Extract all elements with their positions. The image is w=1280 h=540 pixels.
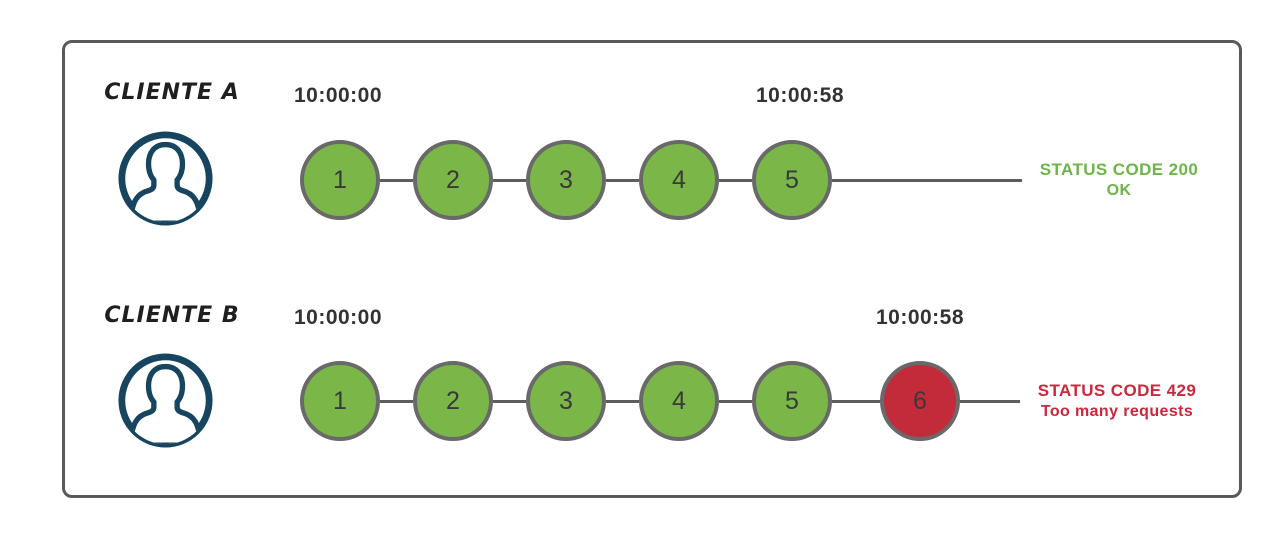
status-message-text: Too many requests [1040,402,1194,420]
connector-line [606,178,639,182]
trailing-line [960,399,1020,403]
request-step: 2 [413,140,493,220]
request-step: 3 [526,361,606,441]
connector-line [493,178,526,182]
status-code-text: STATUS CODE 200 [1039,160,1199,180]
timestamp-start: 10:00:00 [293,84,383,107]
connector-line [380,399,413,403]
connector-line [493,399,526,403]
connector-line [606,399,639,403]
request-step: 5 [752,361,832,441]
status-label-a: STATUS CODE 200 OK [1030,160,1208,200]
user-avatar-icon [117,352,214,449]
timestamp-end: 10:00:58 [755,84,845,107]
user-avatar-icon [117,130,214,227]
connector-line [380,178,413,182]
request-step: 4 [639,140,719,220]
trailing-line [832,178,1022,182]
client-b-label: CLIENTE B [104,303,240,328]
request-step: 1 [300,361,380,441]
request-step: 1 [300,140,380,220]
connector-line [719,399,752,403]
status-label-b: STATUS CODE 429 Too many requests [1028,381,1206,421]
timestamp-start: 10:00:00 [293,306,383,329]
request-step-rejected: 6 [880,361,960,441]
request-step: 4 [639,361,719,441]
status-message-text: OK [1106,181,1132,199]
request-timeline-a: 1 2 3 4 5 STATUS CODE 200 OK [300,140,1208,220]
timestamp-end: 10:00:58 [875,306,965,329]
connector-line [719,178,752,182]
status-code-text: STATUS CODE 429 [1037,381,1197,401]
connector-line [832,399,880,403]
request-step: 2 [413,361,493,441]
request-step: 5 [752,140,832,220]
request-step: 3 [526,140,606,220]
client-a-label: CLIENTE A [104,80,240,105]
request-timeline-b: 1 2 3 4 5 6 STATUS CODE 429 Too many req… [300,361,1206,441]
